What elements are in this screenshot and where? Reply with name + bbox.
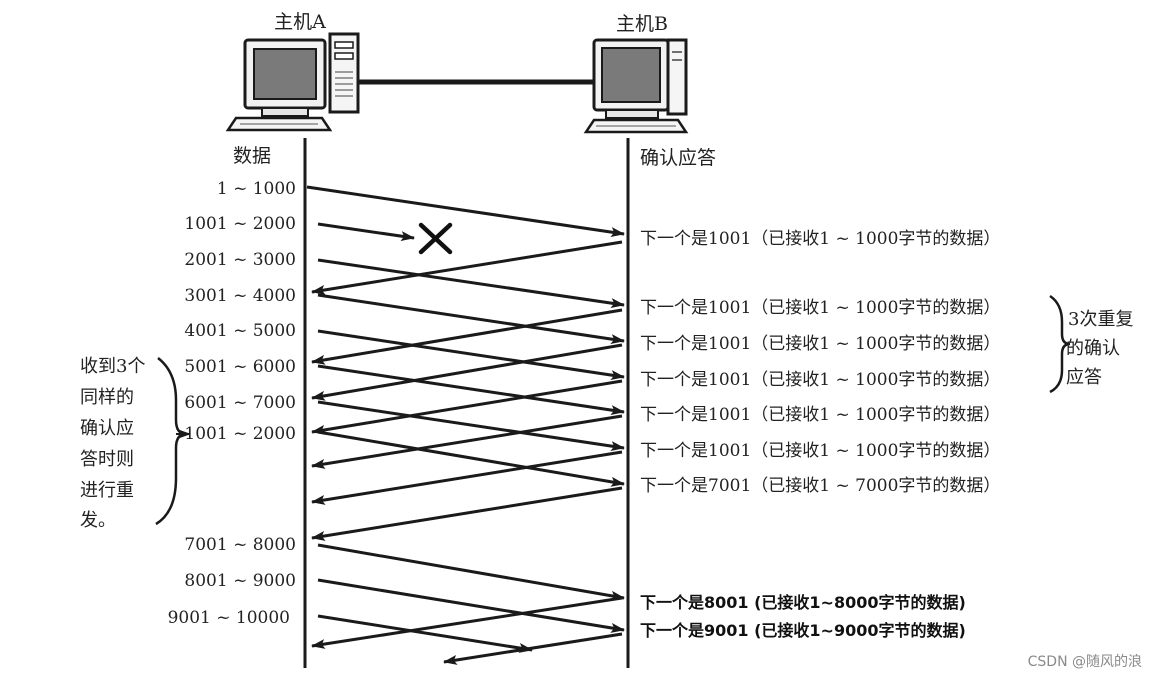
segment-label: 7001 ~ 8000	[184, 535, 296, 555]
ack-arrow	[443, 632, 623, 665]
left-note-line: 发。	[80, 510, 116, 531]
segment-label: 3001 ~ 4000	[184, 286, 296, 306]
lost-segment-arrow	[317, 222, 415, 242]
ack-arrow	[311, 486, 623, 541]
data-arrow	[306, 185, 625, 238]
data-arrow	[317, 400, 625, 452]
right-note: 3次重复 的确认 应答	[1066, 309, 1133, 388]
ack-arrow	[311, 414, 623, 469]
data-arrow	[317, 543, 625, 601]
data-arrow	[317, 614, 533, 653]
data-arrow	[317, 258, 625, 309]
left-note-line: 确认应	[80, 418, 134, 439]
ack-label: 下一个是1001（已接收1 ~ 1000字节的数据）	[640, 405, 1000, 425]
ack-label: 下一个是1001（已接收1 ~ 1000字节的数据）	[640, 298, 1000, 318]
left-note-line: 收到3个	[80, 356, 145, 377]
ack-label: 下一个是1001（已接收1 ~ 1000字节的数据）	[640, 229, 1000, 249]
right-brace	[1049, 294, 1071, 394]
ack-labels: 下一个是1001（已接收1 ~ 1000字节的数据） 下一个是1001（已接收1…	[640, 229, 1000, 640]
data-arrows	[306, 185, 625, 653]
data-arrow	[317, 578, 625, 633]
ack-label: 下一个是9001 (已接收1~9000字节的数据)	[640, 621, 966, 640]
ack-label: 下一个是1001（已接收1 ~ 1000字节的数据）	[640, 441, 1000, 461]
segment-label: 1001 ~ 2000	[184, 424, 296, 444]
ack-arrow	[311, 240, 623, 295]
segment-label: 2001 ~ 3000	[184, 250, 296, 270]
watermark: CSDN @随风的浪	[1028, 654, 1142, 670]
segment-label: 8001 ~ 9000	[184, 571, 296, 591]
host-a-computer-icon	[225, 32, 360, 132]
ack-label: 下一个是1001（已接收1 ~ 1000字节的数据）	[640, 334, 1000, 354]
ack-column-header: 确认应答	[640, 147, 716, 169]
right-note-line: 的确认	[1066, 338, 1120, 359]
segment-label: 6001 ~ 7000	[184, 393, 296, 413]
left-brace	[155, 357, 187, 526]
host-a-label: 主机A	[274, 11, 326, 33]
left-note: 收到3个 同样的 确认应 答时则 进行重 发。	[80, 356, 145, 531]
right-note-line: 3次重复	[1068, 309, 1133, 330]
ack-arrow	[311, 308, 623, 365]
ack-label: 下一个是1001（已接收1 ~ 1000字节的数据）	[640, 370, 1000, 390]
host-b-computer-icon	[583, 38, 689, 134]
ack-arrow	[311, 596, 623, 649]
retransmit-arrow	[317, 430, 625, 487]
left-note-line: 答时则	[80, 449, 134, 470]
ack-label: 下一个是7001（已接收1 ~ 7000字节的数据）	[640, 476, 1000, 496]
data-column-header: 数据	[233, 145, 271, 167]
host-b-label: 主机B	[616, 13, 668, 35]
data-arrow	[317, 329, 625, 381]
segment-label: 4001 ~ 5000	[184, 321, 296, 341]
data-arrow	[317, 364, 625, 416]
segment-label: 1001 ~ 2000	[184, 214, 296, 234]
segment-label: 5001 ~ 6000	[184, 357, 296, 377]
segment-label: 9001 ~ 10000	[168, 608, 290, 628]
ack-label: 下一个是8001 (已接收1~8000字节的数据)	[640, 593, 966, 612]
data-arrow	[317, 293, 625, 345]
ack-arrow	[311, 450, 623, 505]
ack-arrow	[311, 379, 623, 435]
segment-labels: 1 ~ 1000 1001 ~ 2000 2001 ~ 3000 3001 ~ …	[168, 179, 296, 628]
segment-label: 1 ~ 1000	[217, 179, 296, 199]
ack-arrow	[311, 343, 623, 401]
ack-arrows	[311, 240, 623, 665]
left-note-line: 同样的	[80, 387, 134, 408]
left-note-line: 进行重	[80, 480, 134, 501]
packet-lost-x-icon	[418, 222, 453, 255]
right-note-line: 应答	[1066, 367, 1102, 388]
